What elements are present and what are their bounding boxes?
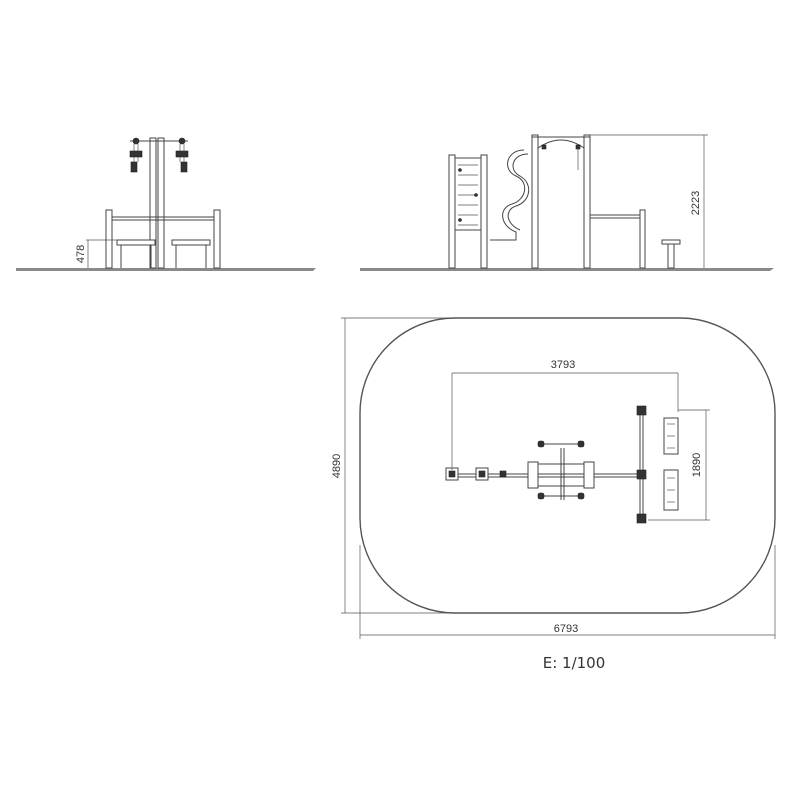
side-ladder-bolt-1	[458, 168, 462, 172]
side-ground-line	[360, 268, 774, 271]
side-wave-bar-inner	[507, 153, 530, 231]
plan-handle-bottom-left	[537, 492, 545, 500]
side-ladder-bolt-3	[458, 218, 462, 222]
plan-total-width-label: 4890	[331, 454, 343, 478]
side-frame-hook-left	[541, 144, 547, 150]
front-weight-left	[130, 161, 138, 173]
front-pulley-right	[178, 137, 186, 145]
front-handle-right	[175, 150, 189, 158]
plan-station-left	[527, 461, 539, 489]
plan-handle-bottom-right	[577, 492, 585, 500]
side-frame-post-left	[531, 134, 539, 269]
plan-cross-post-bottom	[636, 513, 647, 524]
plan-view: 3793 1890 4890 6793	[331, 317, 776, 639]
plan-inner-length-label: 3793	[551, 359, 575, 371]
plan-post-3	[499, 470, 507, 478]
side-ladder-post-left	[448, 154, 456, 269]
plan-cross-post-mid	[636, 469, 647, 480]
plan-handle-top-left	[537, 440, 545, 448]
side-ladder-rungs	[458, 164, 478, 226]
side-frame-post-right	[583, 134, 591, 269]
plan-bench-slats	[667, 423, 675, 503]
plan-total-length-label: 6793	[554, 623, 578, 635]
plan-post-2-core	[478, 470, 486, 478]
front-pulley-left	[132, 137, 140, 145]
front-frame-post-left	[105, 209, 113, 269]
side-frame-hook-right	[575, 144, 581, 150]
plan-end-post-left-core	[448, 470, 456, 478]
front-seat-right	[171, 239, 211, 246]
side-bench-top	[661, 239, 681, 245]
front-center-post-right	[157, 137, 165, 269]
plan-surface-outline	[359, 317, 776, 614]
front-handle-left	[129, 150, 143, 158]
front-elevation-view: 478	[16, 137, 316, 271]
front-frame-post-right	[213, 209, 221, 269]
plan-station-right	[583, 461, 595, 489]
front-center-post-left	[149, 137, 157, 269]
plan-bench-span-label: 1890	[691, 453, 703, 477]
plan-handle-top-right	[577, 440, 585, 448]
front-ground-line	[16, 268, 316, 271]
side-ladder-bolt-2	[474, 193, 478, 197]
side-elevation-view: 2223	[360, 134, 774, 271]
plan-cross-post-top	[636, 405, 647, 416]
side-dip-post	[639, 209, 646, 269]
front-seat-left	[116, 239, 156, 246]
side-wave-bar	[490, 149, 526, 241]
front-weight-right	[180, 161, 188, 173]
side-height-label: 2223	[690, 191, 702, 215]
side-ladder-post-right	[480, 154, 488, 269]
front-seat-height-label: 478	[75, 245, 87, 263]
scale-label: E: 1/100	[543, 654, 606, 672]
side-bench-leg	[667, 243, 675, 269]
